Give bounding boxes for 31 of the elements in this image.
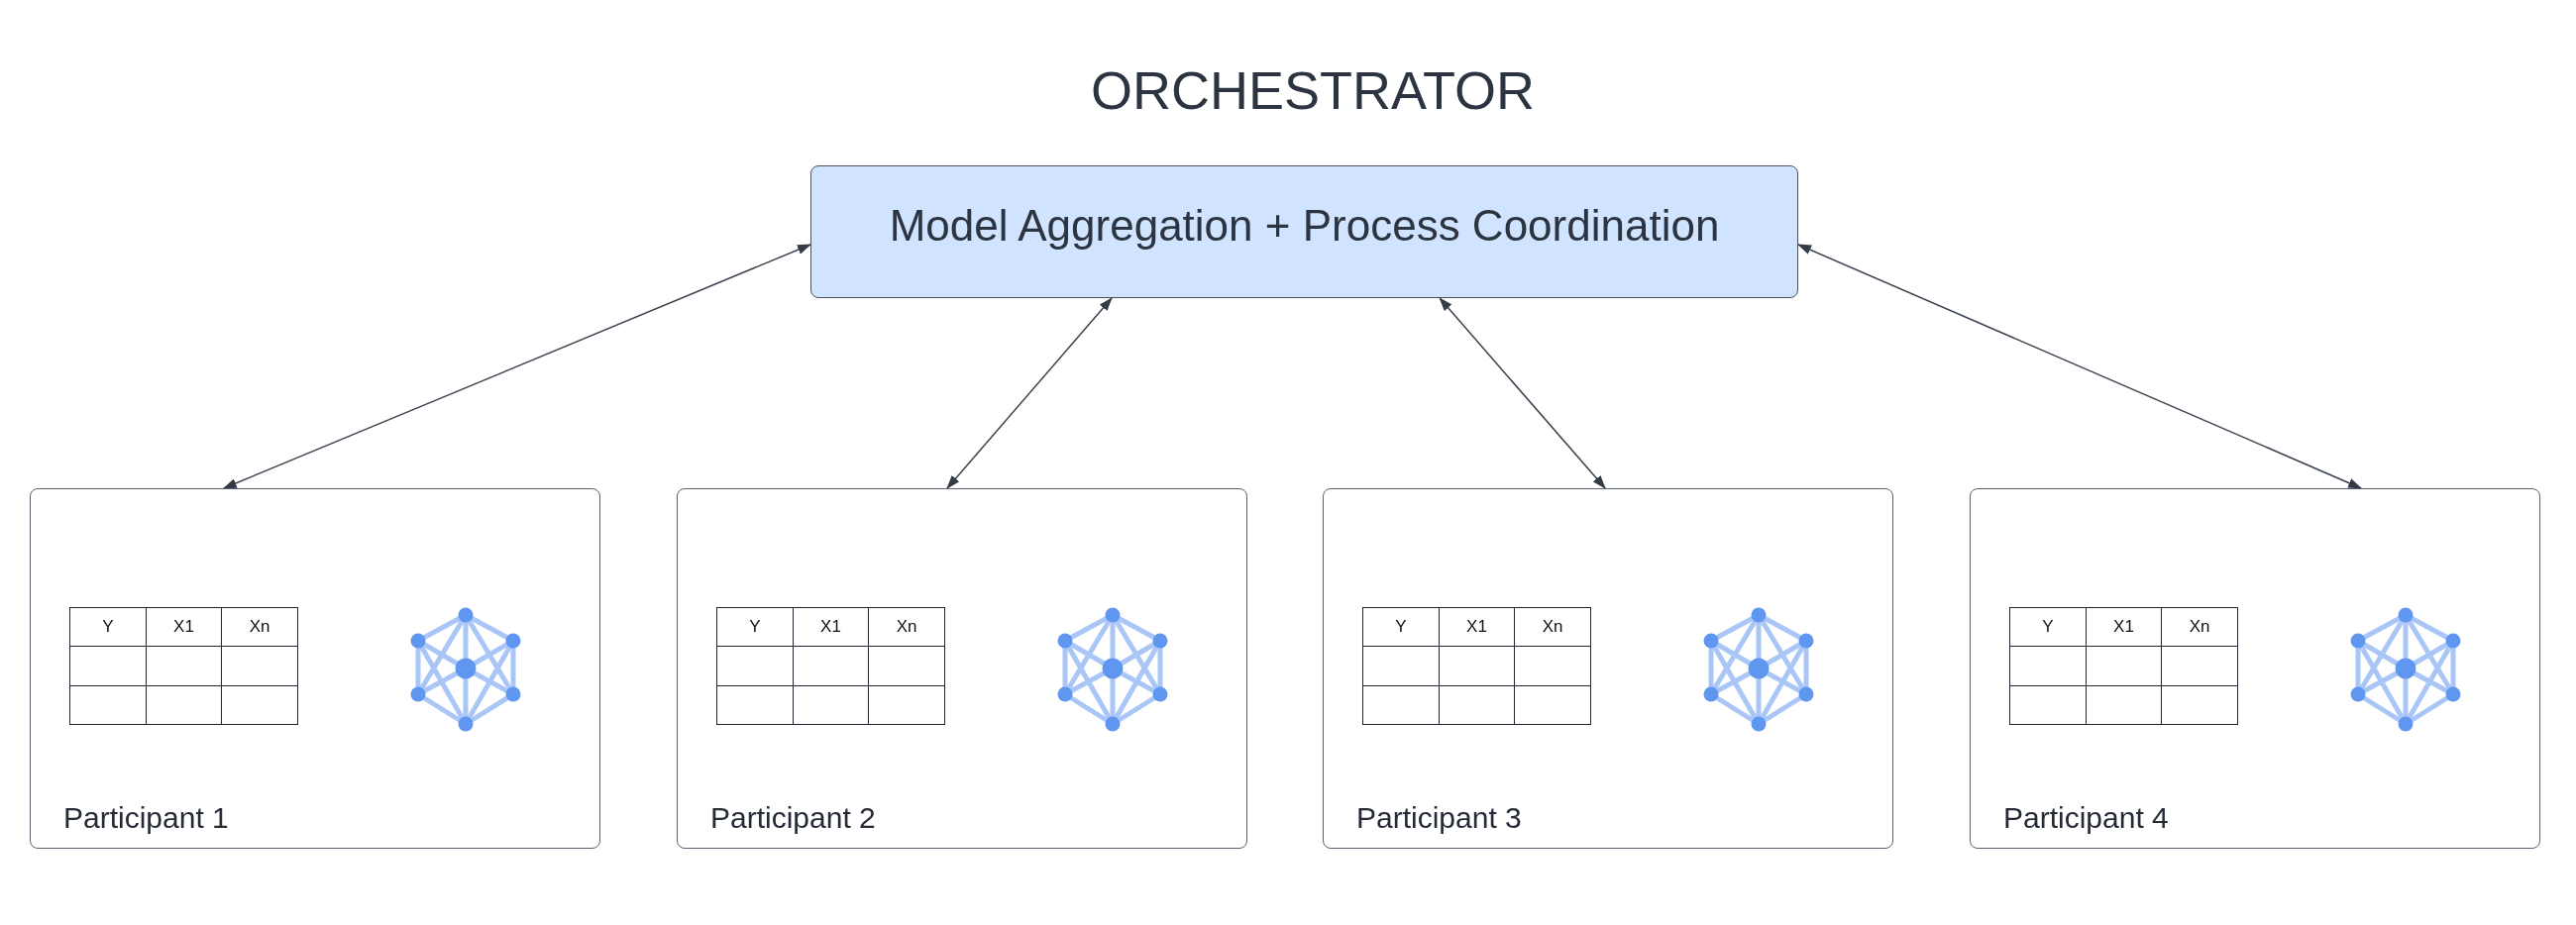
double-headed-arrow: [222, 244, 811, 489]
column-header: Y: [716, 607, 794, 647]
double-headed-arrow: [1797, 244, 2363, 489]
column-header: Xn: [2161, 607, 2238, 647]
column-header: X1: [2086, 607, 2162, 647]
data-table: [1362, 607, 1591, 725]
panel-label: Participant 1: [63, 803, 229, 833]
column-header: Xn: [221, 607, 298, 647]
panel-label: Participant 3: [1356, 803, 1522, 833]
panel-label: Participant 4: [2003, 803, 2169, 833]
diagram-title: ORCHESTRATOR: [1091, 63, 1535, 117]
participant-panel: [30, 488, 600, 849]
column-header: Xn: [868, 607, 945, 647]
column-header: Y: [1362, 607, 1440, 647]
panel-label: Participant 2: [710, 803, 876, 833]
double-headed-arrow: [946, 297, 1113, 489]
participant-panel: [1970, 488, 2540, 849]
column-header: X1: [146, 607, 222, 647]
process-box: [810, 165, 1798, 298]
column-header: X1: [1439, 607, 1515, 647]
data-table: [716, 607, 945, 725]
participant-panel: [1323, 488, 1893, 849]
double-headed-arrow: [1439, 297, 1606, 489]
box-label: Model Aggregation + Process Coordination: [889, 204, 1720, 248]
participant-panel: [677, 488, 1247, 849]
data-table: [69, 607, 298, 725]
column-header: Xn: [1514, 607, 1591, 647]
column-header: Y: [2009, 607, 2087, 647]
data-table: [2009, 607, 2238, 725]
column-header: Y: [69, 607, 147, 647]
column-header: X1: [793, 607, 869, 647]
